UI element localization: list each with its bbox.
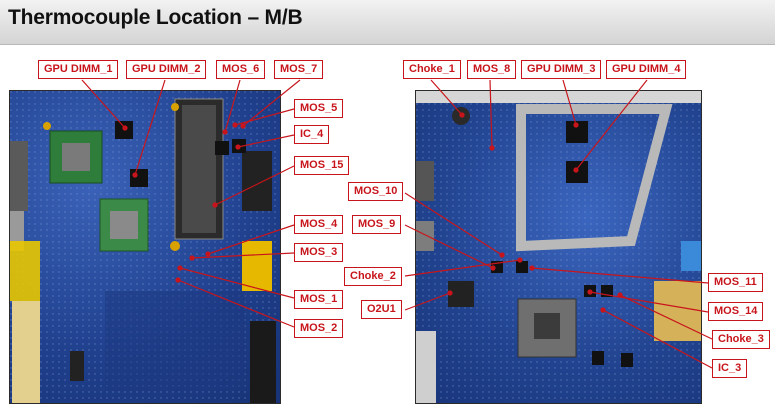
motherboard-photo-left <box>9 90 281 404</box>
label-gpu-dimm-4: GPU DIMM_4 <box>606 60 687 79</box>
motherboard-left-art <box>10 91 280 403</box>
label-ic-3: IC_3 <box>712 359 748 378</box>
motherboard-photo-right <box>415 90 702 404</box>
label-mos-3: MOS_3 <box>294 243 344 262</box>
label-mos-6: MOS_6 <box>216 60 266 79</box>
label-mos-4: MOS_4 <box>294 215 344 234</box>
label-choke-3: Choke_3 <box>712 330 770 349</box>
label-ic-4: IC_4 <box>294 125 330 144</box>
label-mos-11: MOS_11 <box>708 273 763 292</box>
label-mos-14: MOS_14 <box>708 302 764 321</box>
label-gpu-dimm-2: GPU DIMM_2 <box>126 60 207 79</box>
label-mos-15: MOS_15 <box>294 156 350 175</box>
slide-header: Thermocouple Location – M/B <box>0 0 775 45</box>
label-mos-10: MOS_10 <box>348 182 404 201</box>
label-o2u1: O2U1 <box>361 300 402 319</box>
label-choke-2: Choke_2 <box>344 267 402 286</box>
label-mos-1: MOS_1 <box>294 290 344 309</box>
label-gpu-dimm-1: GPU DIMM_1 <box>38 60 119 79</box>
slide-title: Thermocouple Location – M/B <box>8 6 303 29</box>
label-mos-2: MOS_2 <box>294 319 344 338</box>
label-mos-9: MOS_9 <box>352 215 402 234</box>
label-mos-8: MOS_8 <box>467 60 517 79</box>
label-mos-5: MOS_5 <box>294 99 344 118</box>
label-choke-1: Choke_1 <box>403 60 461 79</box>
motherboard-right-art <box>416 91 701 403</box>
label-mos-7: MOS_7 <box>274 60 324 79</box>
label-gpu-dimm-3: GPU DIMM_3 <box>521 60 602 79</box>
